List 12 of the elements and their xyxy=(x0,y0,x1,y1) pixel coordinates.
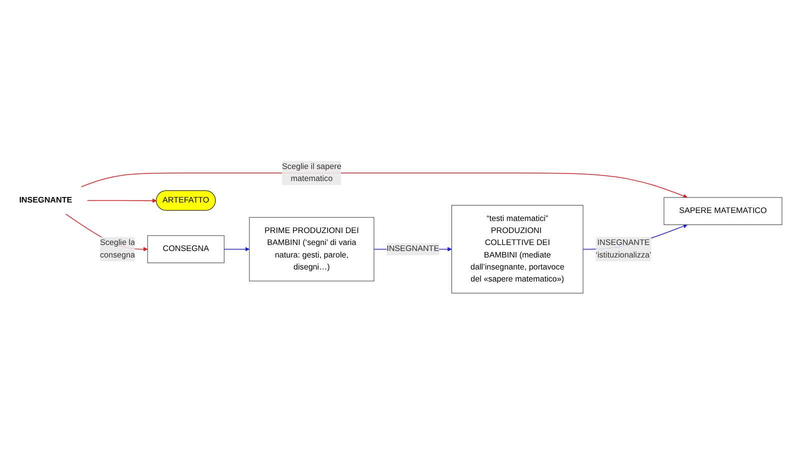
arrow xyxy=(224,247,250,252)
node-box: CONSEGNA xyxy=(147,235,224,264)
edge-label: INSEGNANTE ‘istituzionalizza’ xyxy=(596,238,652,260)
edge-label: Sceglie la consegna xyxy=(100,238,135,260)
arrow xyxy=(86,198,157,203)
edge-label: INSEGNANTE xyxy=(386,244,440,254)
node-box: SAPERE MATEMATICO xyxy=(664,197,782,225)
edge-label: Sceglie il sapere matematico xyxy=(282,162,342,184)
node-box: PRIME PRODUZIONI DEI BAMBINI (‘segni’ di varia natura: gesti, parole, disegni…) xyxy=(249,217,374,282)
node-box: “testi matematici” PRODUZIONI COLLETTIVE DEI BAMBINI (mediate dall’insegnante, portavoce del «sapere matematico») xyxy=(452,205,584,294)
arrow xyxy=(80,172,688,198)
node-text: INSEGNANTE xyxy=(19,196,72,205)
